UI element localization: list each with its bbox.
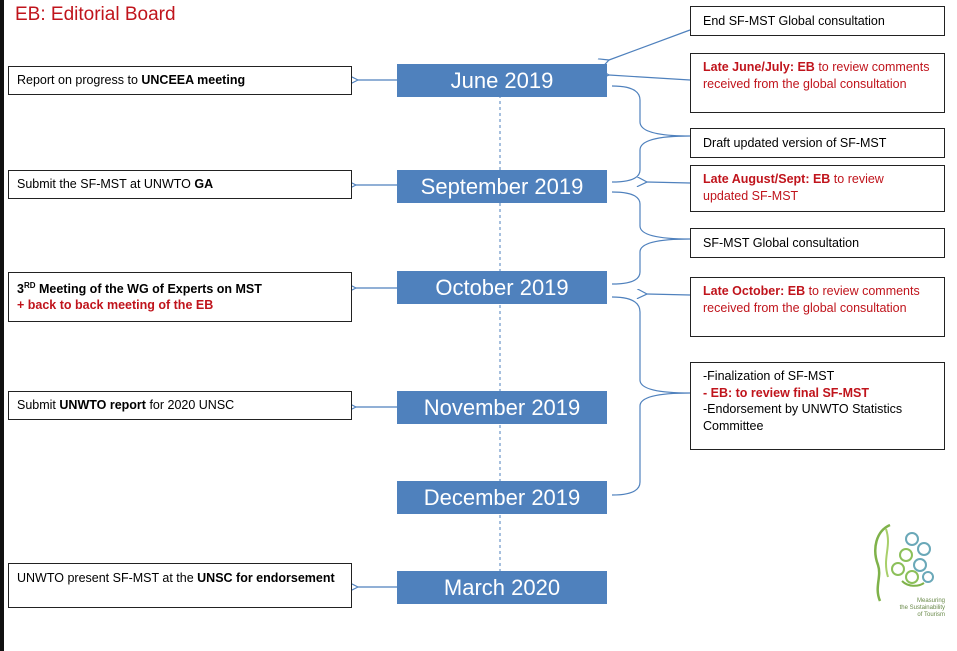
left-september-bold: GA xyxy=(194,177,214,191)
right-box-draft: Draft updated version of SF-MST xyxy=(690,128,945,158)
milestone-june-2019: June 2019 xyxy=(397,64,607,97)
right-box-late-october: Late October: EB to review comments rece… xyxy=(690,277,945,337)
legend-title: EB: Editorial Board xyxy=(15,4,176,25)
right-late-oct-text: to review comments received from the glo… xyxy=(703,284,920,315)
left-june-bold: UNCEEA meeting xyxy=(141,73,246,87)
brace-june-september xyxy=(611,85,691,183)
brace-september-october xyxy=(611,191,691,285)
milestone-december-2019: December 2019 xyxy=(397,481,607,514)
left-box-june: Report on progress to UNCEEA meeting xyxy=(8,66,352,95)
left-october-sup: RD xyxy=(23,280,36,290)
right-late-june-text: to review comments received from the glo… xyxy=(703,60,930,91)
right-box-late-august: Late August/Sept: EB to review updated S… xyxy=(690,165,945,212)
left-october-num: 3 xyxy=(17,282,24,296)
right-late-june-bold: Late June/July: EB xyxy=(703,60,815,74)
right-box-finalization: -Finalization of SF-MST - EB: to review … xyxy=(690,362,945,450)
left-box-november: Submit UNWTO report for 2020 UNSC xyxy=(8,391,352,420)
right-box-global-consultation: SF-MST Global consultation xyxy=(690,228,945,258)
milestone-november-2019: November 2019 xyxy=(397,391,607,424)
left-march-bold: UNSC for endorsement xyxy=(197,571,335,585)
left-november-pre: Submit xyxy=(17,398,60,412)
left-box-september: Submit the SF-MST at UNWTO GA xyxy=(8,170,352,199)
left-november-post: for 2020 UNSC xyxy=(145,398,235,412)
left-october-line2: + back to back meeting of the EB xyxy=(17,298,214,312)
right-final-line2: - EB: to review final SF-MST xyxy=(703,385,869,400)
arrow-late-oct xyxy=(647,294,691,295)
milestone-october-2019: October 2019 xyxy=(397,271,607,304)
left-box-march: UNWTO present SF-MST at the UNSC for end… xyxy=(8,563,352,608)
right-box-end-consultation: End SF-MST Global consultation xyxy=(690,6,945,36)
left-march-text: UNWTO present SF-MST at the xyxy=(17,571,198,585)
left-edge-border xyxy=(0,0,4,651)
left-september-text: Submit the SF-MST at UNWTO xyxy=(17,177,195,191)
right-final-line3: -Endorsement by UNWTO Statistics Committ… xyxy=(703,402,903,433)
left-november-bold: UNWTO report xyxy=(59,398,146,412)
right-late-aug-text: to review updated SF-MST xyxy=(703,172,884,203)
logo-caption-line2: the Sustainability xyxy=(899,605,945,611)
left-october-line1-text: Meeting of the WG of Experts on MST xyxy=(35,282,262,296)
left-box-october: 3RD Meeting of the WG of Experts on MST … xyxy=(8,272,352,322)
milestone-september-2019: September 2019 xyxy=(397,170,607,203)
left-june-text: Report on progress to xyxy=(17,73,142,87)
arrow-end-consult xyxy=(609,29,691,60)
arrow-late-aug xyxy=(647,182,691,183)
right-late-oct-bold: Late October: EB xyxy=(703,284,806,298)
mst-logo-icon xyxy=(874,523,934,602)
left-october-line1: 3RD Meeting of the WG of Experts on MST xyxy=(17,280,262,296)
right-final-line1: -Finalization of SF-MST xyxy=(703,369,835,383)
milestone-march-2020: March 2020 xyxy=(397,571,607,604)
logo-caption-line3: of Tourism xyxy=(917,612,945,618)
right-late-aug-bold: Late August/Sept: EB xyxy=(703,172,831,186)
logo-caption-line1: Measuring xyxy=(916,598,945,604)
right-box-late-june: Late June/July: EB to review comments re… xyxy=(690,53,945,113)
arrow-late-june xyxy=(609,75,691,81)
brace-october-december xyxy=(611,296,691,496)
logo-caption: Measuring the Sustainability of Tourism xyxy=(855,598,945,619)
